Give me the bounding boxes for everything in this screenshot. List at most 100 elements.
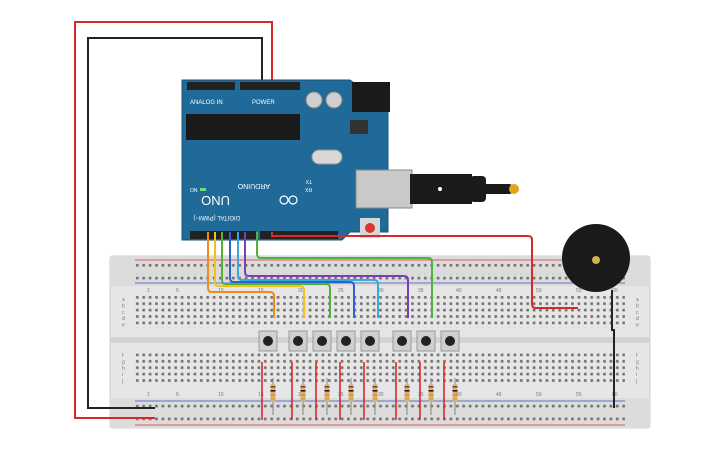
analog-label: ANALOG IN: [190, 100, 223, 106]
column-number: 25: [338, 392, 344, 398]
row-letter: f: [636, 353, 638, 359]
row-letter: d: [636, 316, 639, 322]
column-number: 60: [612, 288, 618, 294]
board-model: UNO: [201, 193, 230, 208]
column-number: 30: [378, 288, 384, 294]
resistor: [348, 378, 354, 415]
power-wires: [74, 21, 273, 419]
push-button[interactable]: [360, 330, 380, 352]
column-number: 50: [536, 392, 542, 398]
row-letter: e: [122, 323, 125, 329]
row-letter: i: [636, 372, 637, 378]
usb-port: [355, 169, 413, 209]
push-button[interactable]: [336, 330, 356, 352]
grid-top: [135, 296, 625, 328]
crystal: [311, 149, 343, 165]
atmega-chip: [186, 114, 300, 140]
resistor: [270, 378, 276, 415]
column-number: 25: [338, 288, 344, 294]
push-button[interactable]: [312, 330, 332, 352]
push-button[interactable]: [440, 330, 460, 352]
row-letter: a: [636, 297, 639, 303]
wire-yellow: [214, 232, 305, 318]
reset-button-cap[interactable]: [365, 223, 375, 233]
column-number: 45: [496, 288, 502, 294]
resistor: [452, 378, 458, 415]
resistor: [428, 378, 434, 415]
row-letter: h: [636, 366, 639, 372]
resistor: [372, 378, 378, 415]
breadboard: 1155101015152020252530303535404045455050…: [109, 255, 651, 429]
resistor: [324, 378, 330, 415]
column-number: 1: [147, 392, 150, 398]
push-button[interactable]: [416, 330, 436, 352]
column-number: 20: [298, 288, 304, 294]
wire-orange: [207, 232, 275, 318]
power-rail-top-1: [135, 262, 625, 269]
digital-label: DIGITAL (PWM~): [193, 214, 240, 220]
resistor: [404, 378, 410, 415]
column-number: 10: [218, 392, 224, 398]
usb-cable: [410, 174, 519, 204]
center-channel: [110, 337, 650, 343]
row-letter: b: [122, 303, 125, 309]
on-label: ON: [190, 188, 198, 194]
piezo-buzzer: [562, 224, 630, 292]
power-jack: [352, 82, 390, 112]
wire-blue: [229, 232, 355, 318]
row-letter: b: [636, 303, 639, 309]
wire-red-5v: [74, 21, 273, 419]
power-label: POWER: [252, 100, 275, 106]
row-letter: e: [636, 323, 639, 329]
wire-lightblue: [237, 232, 379, 318]
signal-wires: [207, 232, 615, 408]
column-number: 30: [378, 392, 384, 398]
column-number: 15: [258, 392, 264, 398]
row-letter: j: [635, 379, 637, 385]
voltage-regulator: [350, 120, 368, 134]
row-letter: c: [636, 310, 639, 316]
row-letter: g: [122, 359, 125, 365]
board-brand: ARDUINO: [237, 182, 270, 189]
wire-red-buzzer: [271, 232, 578, 309]
wire-green-2: [256, 232, 433, 318]
column-number: 35: [418, 288, 424, 294]
wire-green-1: [221, 232, 331, 318]
column-number: 50: [536, 288, 542, 294]
row-letter: j: [121, 379, 123, 385]
analog-header: [187, 82, 235, 90]
row-letter: d: [122, 316, 125, 322]
push-button[interactable]: [392, 330, 412, 352]
resistor: [300, 378, 306, 415]
power-rail-bottom-2: [135, 415, 625, 422]
column-number: 55: [576, 288, 582, 294]
usb-symbol-icon: [438, 187, 442, 191]
power-header: [240, 82, 300, 90]
wire-black-gnd: [87, 37, 263, 409]
row-letter: a: [122, 297, 125, 303]
row-letter: i: [122, 372, 123, 378]
column-number: 1: [147, 288, 150, 294]
tx-label: TX: [305, 178, 312, 184]
row-letter: g: [636, 359, 639, 365]
capacitor: [325, 91, 343, 109]
column-number: 5: [176, 288, 179, 294]
arduino-uno-board: ARDUINO UNO POWER ANALOG IN DIGITAL (PWM…: [181, 79, 413, 241]
on-led: [200, 188, 206, 191]
arduino-logo-icon: [279, 195, 298, 205]
grid-bottom: [135, 352, 625, 384]
row-letter: f: [122, 353, 124, 359]
wire-black-buzzer: [611, 290, 615, 408]
push-buttons: [258, 330, 460, 352]
column-number: 35: [418, 392, 424, 398]
column-number: 40: [456, 288, 462, 294]
wire-purple: [244, 232, 409, 318]
column-number: 55: [576, 392, 582, 398]
row-letter: c: [122, 310, 125, 316]
resistors: [261, 362, 458, 420]
push-button[interactable]: [288, 330, 308, 352]
push-button[interactable]: [258, 330, 278, 352]
rx-label: RX: [304, 186, 312, 192]
column-number: 40: [456, 392, 462, 398]
